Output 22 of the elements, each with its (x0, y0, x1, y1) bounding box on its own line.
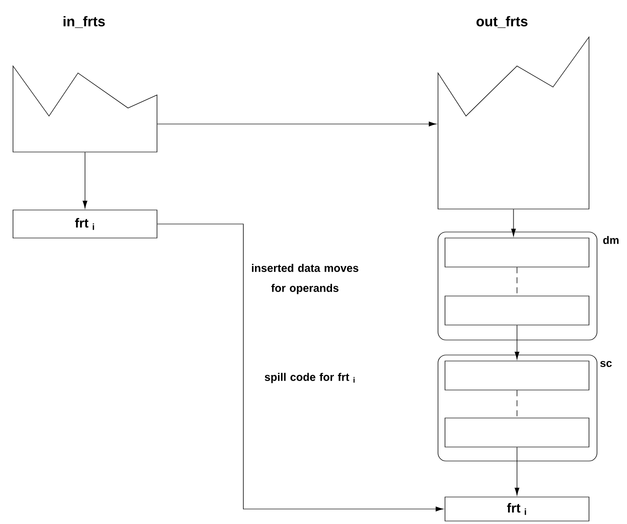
arrow (511, 208, 516, 236)
group-box (438, 232, 598, 340)
annotation: spill code for frt $_{i}$ (264, 372, 355, 384)
process-box: frt $_{i}$ (12, 210, 158, 238)
node-label: out_frts (476, 16, 528, 28)
dashed-line (516, 267, 518, 296)
group-label: sc (600, 360, 612, 367)
instruction-box (444, 238, 590, 268)
annotation: inserted data moves for operands (252, 264, 358, 294)
dashed-line (516, 390, 518, 418)
process-box: frt $_{i}$ (444, 496, 590, 522)
instruction-box (444, 360, 590, 390)
node-label: in_frts (64, 16, 105, 28)
arrow (156, 122, 436, 126)
arrow (82, 152, 88, 208)
arrow (157, 224, 444, 512)
arrow (514, 447, 520, 496)
group-box (438, 354, 598, 462)
group-label: dm (603, 236, 619, 244)
instruction-box (444, 296, 590, 326)
arrow (514, 325, 520, 360)
instruction-box (444, 418, 590, 448)
